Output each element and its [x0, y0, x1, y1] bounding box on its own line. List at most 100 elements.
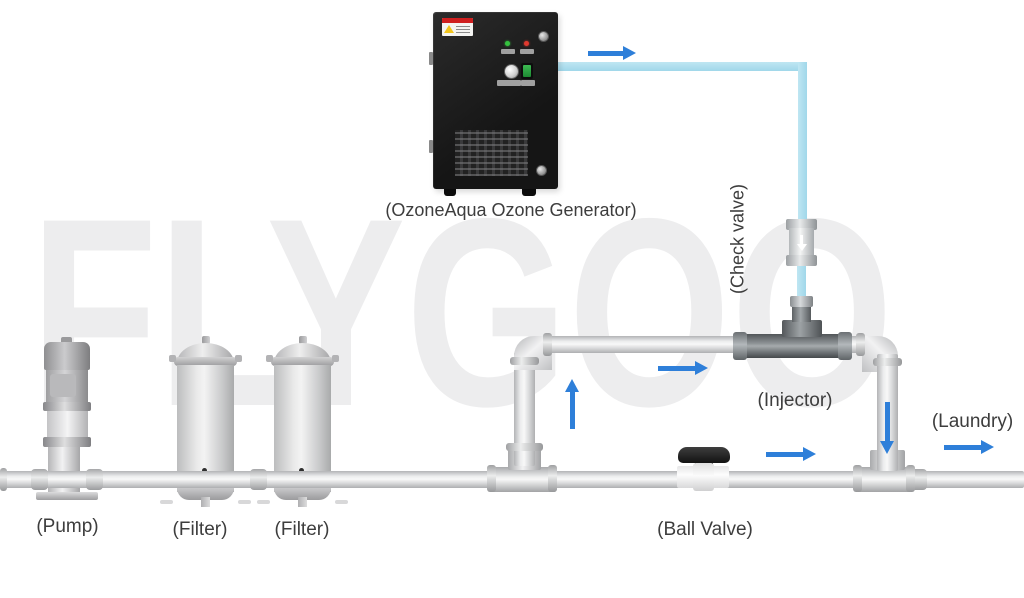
filter-leg — [201, 497, 210, 507]
pump-base-flange — [36, 492, 98, 500]
arrow-stem — [569, 392, 575, 429]
lower-pipe-tee-right — [856, 467, 914, 492]
fault-led-red — [524, 41, 529, 46]
injector-body — [735, 334, 852, 358]
arrow-head — [695, 361, 708, 375]
warning-triangle-icon — [444, 25, 454, 33]
power-led-green — [505, 41, 510, 46]
filter-shadow — [335, 500, 348, 504]
filter-shadow — [238, 500, 251, 504]
flow-arrow-right — [658, 361, 708, 375]
filter-bottom — [177, 488, 234, 500]
filter-drain-dot — [202, 468, 207, 473]
door-hinge — [429, 52, 433, 65]
ozone-tube-horizontal — [558, 62, 807, 71]
warning-sticker — [442, 18, 473, 36]
pump-clamp — [43, 402, 91, 411]
arrow-head — [981, 440, 994, 454]
tee-flange — [548, 465, 557, 492]
filter-leg — [298, 497, 307, 507]
panel-screw — [536, 165, 547, 176]
pump-clamp — [43, 437, 91, 447]
arrow-head — [803, 447, 816, 461]
filter-lug — [169, 355, 176, 362]
filter-lug — [332, 355, 339, 362]
injector-label: (Injector) — [757, 390, 833, 411]
ozone-tube-vertical — [798, 62, 807, 222]
check-valve-label: (Check valve) — [727, 183, 748, 295]
generator-label: (OzoneAqua Ozone Generator) — [385, 200, 637, 220]
pump-junction-box — [50, 374, 76, 397]
tee-flange — [506, 443, 543, 451]
filter-vent-nipple — [299, 336, 307, 344]
flow-arrow-right — [944, 440, 994, 454]
warning-text-line — [456, 26, 470, 27]
pipe-flange — [873, 358, 902, 366]
check-valve-top-cap — [786, 219, 817, 230]
pipe-flange — [543, 333, 552, 356]
filter-drain-dot — [299, 468, 304, 473]
check-valve-bottom-cap — [786, 255, 817, 266]
ozone-tube-lower — [797, 262, 806, 302]
pipe-end-cap — [0, 468, 7, 491]
filter-rim — [271, 357, 334, 366]
laundry-label: (Laundry) — [931, 411, 1014, 432]
check-valve-flow-arrow — [800, 234, 803, 244]
pipe-coupling — [250, 469, 267, 490]
flow-arrow-down — [879, 402, 895, 454]
filter-lug — [266, 355, 273, 362]
riser-pipe — [514, 352, 535, 466]
filter-rim — [174, 357, 237, 366]
injector-tube-fitting — [790, 296, 813, 307]
ball-valve-port — [677, 466, 697, 488]
ball-valve-port — [709, 466, 729, 488]
ozone-generator — [429, 12, 558, 196]
filter-bottom — [274, 488, 331, 500]
tee-flange — [853, 465, 862, 492]
warning-sticker-band — [442, 18, 473, 23]
warning-text-line — [456, 29, 470, 30]
filter-vent-nipple — [202, 336, 210, 344]
ball-valve-label: (Ball Valve) — [657, 519, 753, 540]
ball-valve-union — [693, 463, 714, 491]
lower-pipe-tee-left — [490, 467, 557, 492]
knob-label-plate — [497, 80, 521, 86]
filter-1-label: (Filter) — [172, 519, 228, 540]
arrow-stem — [588, 50, 623, 56]
pump-label: (Pump) — [36, 516, 99, 537]
pipe-flange — [510, 357, 539, 365]
arrow-stem — [766, 451, 803, 457]
filter-shadow — [160, 500, 173, 504]
arrow-stem — [944, 444, 981, 450]
injector-flange — [838, 332, 852, 360]
power-switch-rocker — [523, 65, 531, 77]
pipe-coupling — [31, 469, 48, 490]
arrow-head — [880, 441, 894, 454]
arrow-head — [565, 379, 579, 392]
tee-flange — [906, 465, 915, 492]
arrow-stem — [658, 365, 695, 371]
check-valve-flow-arrow-head — [796, 243, 807, 251]
pump-stage-housing — [47, 411, 88, 437]
flow-arrow-right — [766, 447, 816, 461]
flow-arrow-right — [588, 46, 636, 60]
warning-text-line — [456, 32, 470, 33]
switch-label-plate — [521, 80, 535, 86]
arrow-stem — [884, 402, 890, 441]
generator-foot — [444, 189, 456, 196]
pump-fan-cap — [61, 337, 72, 344]
led-label-plate — [501, 49, 515, 54]
pipe-coupling — [86, 469, 103, 490]
led-label-plate — [520, 49, 534, 54]
ball-valve-handle — [678, 447, 730, 463]
filter-2-label: (Filter) — [274, 519, 330, 540]
flow-arrow-up — [564, 379, 580, 429]
tee-flange — [487, 465, 496, 492]
pipe-flange — [856, 333, 865, 356]
injector-socket — [782, 320, 822, 337]
injector-flange — [733, 332, 747, 360]
door-hinge — [429, 140, 433, 153]
generator-foot — [522, 189, 536, 196]
ventilation-grille — [455, 130, 528, 176]
